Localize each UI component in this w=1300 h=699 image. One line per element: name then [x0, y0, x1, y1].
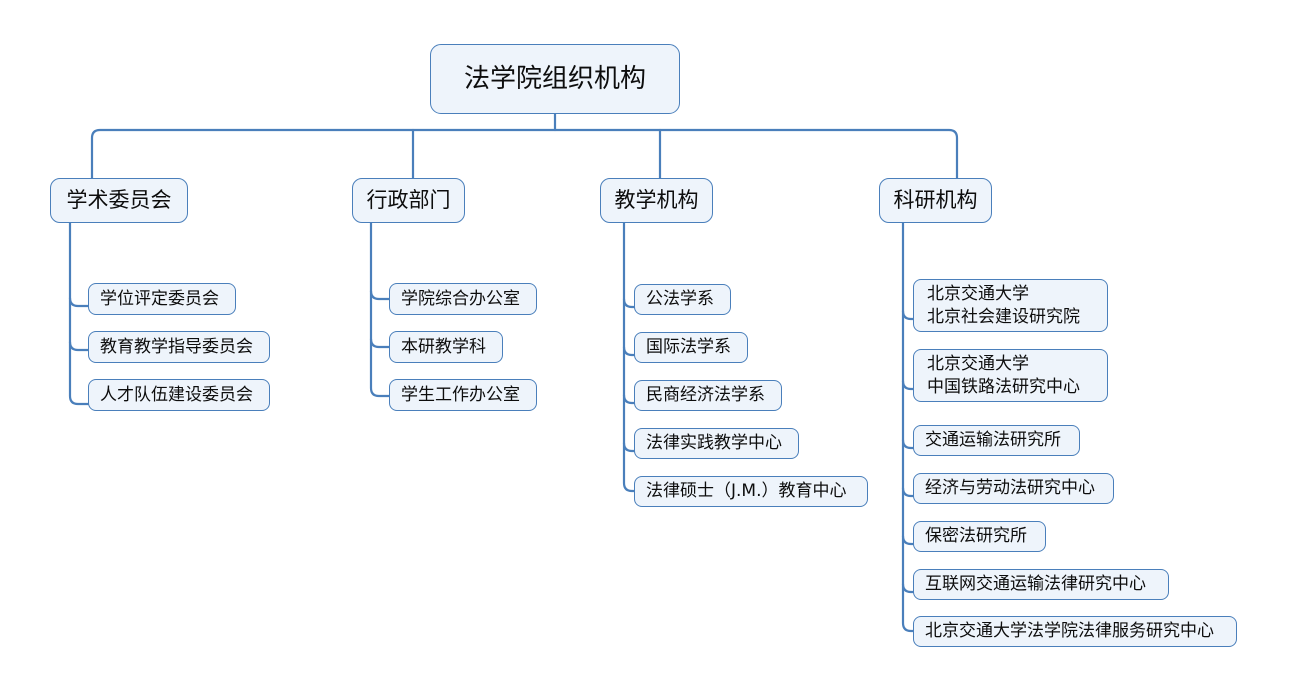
connector-elbow-1-2 [68, 340, 90, 352]
node-college-general-office[interactable]: 学院综合办公室 [389, 283, 537, 315]
node-branch-academic-committee[interactable]: 学术委员会 [50, 178, 188, 223]
node-beijing-social-construction-institute[interactable]: 北京交通大学 北京社会建设研究院 [913, 279, 1108, 332]
node-education-guidance-committee[interactable]: 教育教学指导委员会 [88, 331, 270, 363]
node-degree-evaluation-committee[interactable]: 学位评定委员会 [88, 283, 236, 315]
node-economic-labor-law-center[interactable]: 经济与劳动法研究中心 [913, 473, 1114, 504]
node-international-law-department[interactable]: 国际法学系 [634, 332, 748, 363]
node-legal-practice-teaching-center[interactable]: 法律实践教学中心 [634, 428, 799, 459]
connector-bus [90, 128, 959, 180]
node-public-law-department[interactable]: 公法学系 [634, 284, 731, 315]
connector-trunk-2 [369, 221, 391, 398]
node-talent-team-committee[interactable]: 人才队伍建设委员会 [88, 379, 270, 411]
node-undergrad-grad-teaching-section[interactable]: 本研教学科 [389, 331, 503, 363]
connector-elbow-1-1 [68, 296, 90, 308]
connector-trunk-1 [68, 221, 90, 406]
node-china-railway-law-center[interactable]: 北京交通大学 中国铁路法研究中心 [913, 349, 1108, 402]
node-root[interactable]: 法学院组织机构 [430, 44, 680, 114]
connector-elbow-2-1 [369, 289, 391, 301]
node-confidentiality-law-institute[interactable]: 保密法研究所 [913, 521, 1046, 552]
node-branch-research[interactable]: 科研机构 [879, 178, 992, 223]
node-branch-teaching[interactable]: 教学机构 [600, 178, 713, 223]
node-internet-transportation-law-center[interactable]: 互联网交通运输法律研究中心 [913, 569, 1169, 600]
node-branch-administrative[interactable]: 行政部门 [352, 178, 465, 223]
node-law-school-legal-service-center[interactable]: 北京交通大学法学院法律服务研究中心 [913, 616, 1237, 647]
node-transportation-law-institute[interactable]: 交通运输法研究所 [913, 425, 1080, 456]
node-student-affairs-office[interactable]: 学生工作办公室 [389, 379, 537, 411]
node-civil-commercial-economic-law-department[interactable]: 民商经济法学系 [634, 380, 782, 411]
node-jm-education-center[interactable]: 法律硕士（J.M.）教育中心 [634, 476, 868, 507]
connector-elbow-2-2 [369, 337, 391, 349]
